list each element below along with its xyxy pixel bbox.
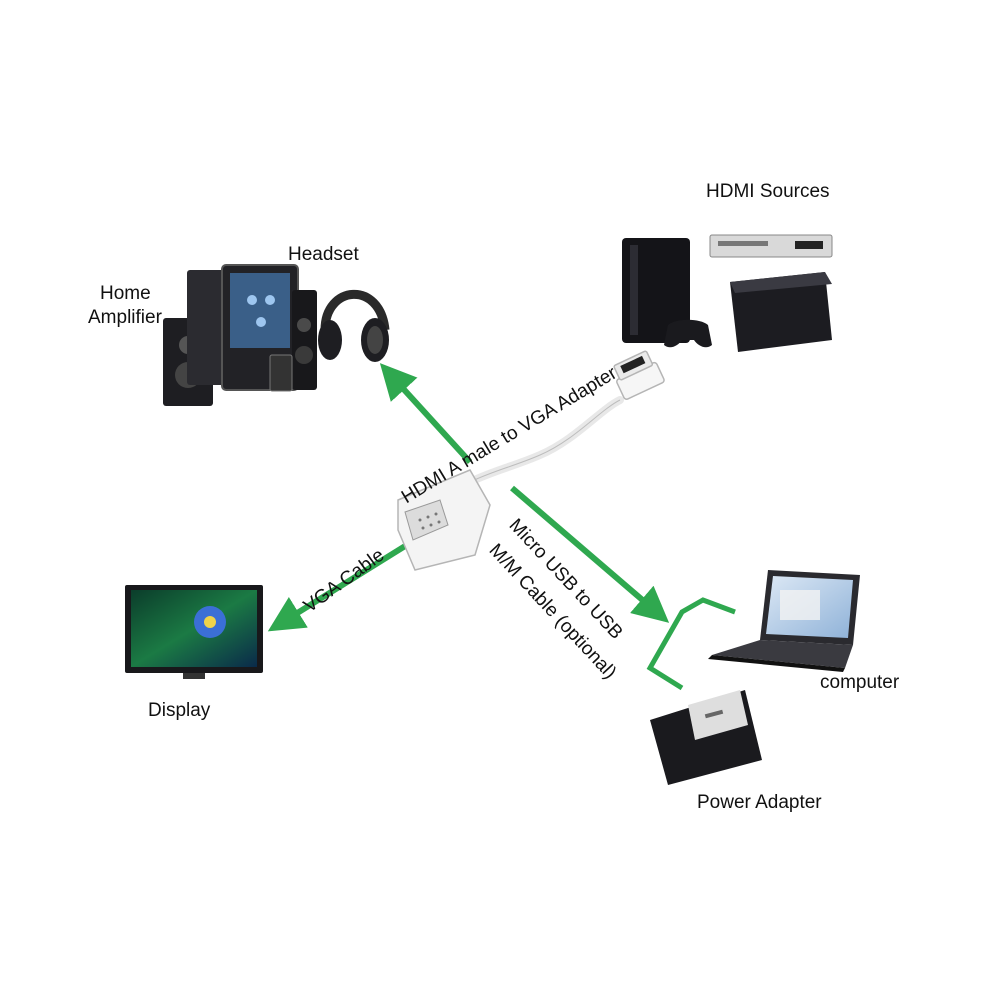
arrow-to-usb-devices — [510, 485, 670, 623]
tv-display-icon — [125, 585, 263, 679]
dvd-player-icon — [709, 234, 833, 258]
laptop-icon — [708, 570, 860, 672]
headphones-icon — [318, 289, 390, 362]
label-headset: Headset — [288, 244, 359, 265]
slim-console-icon — [730, 272, 832, 352]
hdmi-vga-adapter-icon — [397, 469, 491, 571]
speaker-system-icon — [163, 264, 317, 406]
label-home-amplifier-line1: Home — [100, 283, 151, 304]
label-computer: computer — [820, 672, 900, 693]
label-power-adapter: Power Adapter — [697, 792, 822, 813]
arrow-to-headset — [379, 363, 473, 465]
label-home-amplifier-line2: Amplifier — [88, 307, 162, 328]
label-display: Display — [148, 700, 211, 721]
hdmi-plug-icon — [613, 350, 665, 400]
game-console-icon — [622, 238, 712, 348]
usb-bracket — [646, 597, 736, 691]
battery-charger-icon — [650, 690, 762, 785]
arrow-to-display — [267, 535, 420, 632]
label-hdmi-sources: HDMI Sources — [706, 181, 830, 202]
